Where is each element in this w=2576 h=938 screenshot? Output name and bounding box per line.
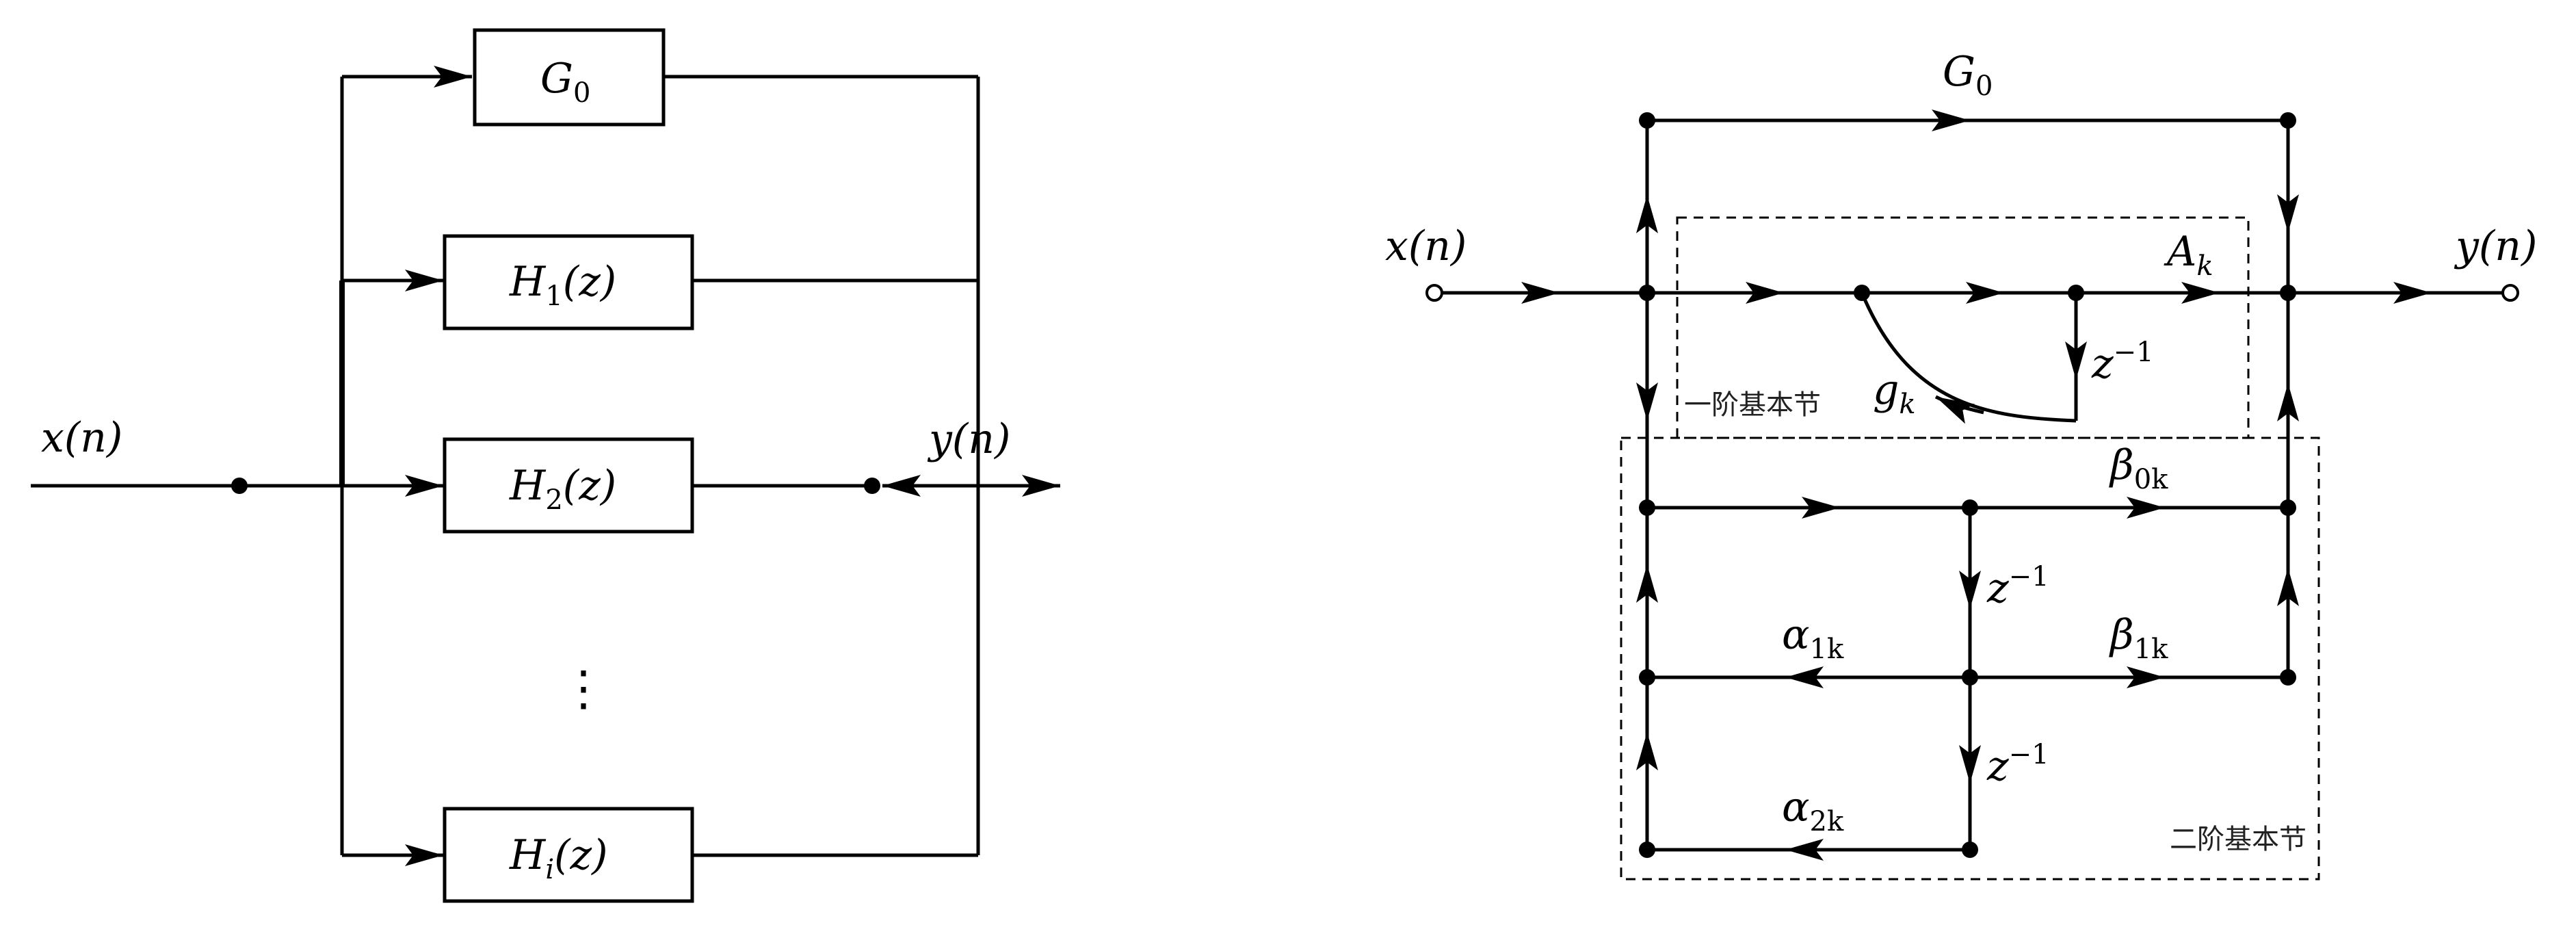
first-order-section-box [1676,216,2250,439]
left-output-label: y(n) [927,415,1010,463]
block-h1-label: H1(z) [509,258,616,312]
node-1k-left [1639,669,1655,686]
label-b1k: β1k [2109,611,2168,665]
block-hi [443,807,694,903]
output-node [864,478,880,494]
signal-flow-diagram: x(n) y(n) G0 Ak gk z−1 一阶基本节 β0k β1k α1k… [1385,48,2537,881]
block-g0 [473,28,666,127]
node-2k-left [1639,842,1655,858]
label-first-order-section: 一阶基本节 [1684,389,1821,421]
ellipsis-icon: ⋮ [560,660,607,716]
input-terminal [1425,284,1443,302]
label-a1k: α1k [1782,611,1844,665]
node-1k-mid [1962,669,1978,686]
label-delay-2nd-2: z−1 [1986,739,2049,790]
parallel-form-diagram: G0 H1(z) H2(z) Hi(z) x(n) y(n) ⋮ [31,28,1060,903]
output-terminal [2501,284,2519,302]
label-second-order-section: 二阶基本节 [2170,824,2306,855]
main-node-4 [2280,285,2296,301]
block-h2-label: H2(z) [509,462,616,516]
feedback-arrow-gk [1934,395,1984,424]
block-hi-label: Hi(z) [509,831,608,885]
node-b0k-right [2280,499,2296,516]
right-output-label: y(n) [2454,222,2537,270]
label-delay-2nd-1: z−1 [1986,561,2049,612]
block-g0-label: G0 [540,55,590,109]
block-h2 [443,437,694,534]
label-a2k: α2k [1782,783,1844,837]
label-delay-1st: z−1 [2091,337,2154,388]
node-2k-mid [1962,842,1978,858]
left-input-label: x(n) [41,414,122,462]
node-1k-right [2280,669,2296,686]
second-order-section-box [1620,437,2320,881]
main-node-1 [1639,285,1655,301]
label-g0: G0 [1943,48,1993,102]
input-node [231,478,248,494]
block-h1 [443,234,694,330]
label-b0k: β0k [2109,441,2168,495]
right-input-label: x(n) [1385,222,1467,270]
label-ak: Ak [2164,228,2213,282]
label-gk: gk [1873,366,1916,420]
node-b0k-left [1639,499,1655,516]
